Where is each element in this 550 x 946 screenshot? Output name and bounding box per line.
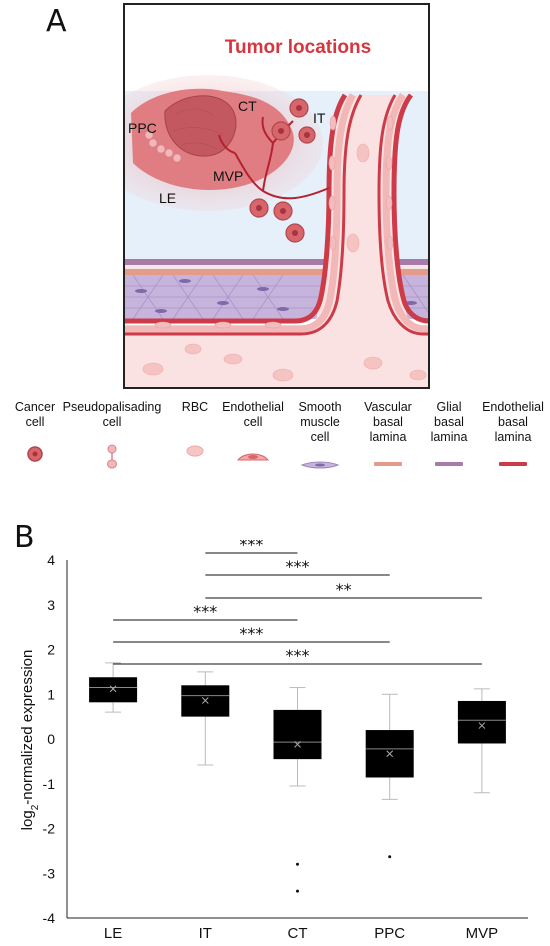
y-axis-label: log2-normalized expression bbox=[19, 650, 41, 831]
legend-item-smooth-muscle-cell: Smooth muscle cell bbox=[290, 400, 350, 469]
outlier-point bbox=[296, 862, 299, 866]
mean-marker bbox=[201, 697, 209, 704]
legend-item-pseudopalisading-cell: Pseudopalisading cell bbox=[56, 400, 168, 469]
label-ct: CT bbox=[238, 98, 257, 114]
rbc-icon bbox=[186, 445, 204, 457]
significance-label: *** bbox=[286, 557, 310, 576]
x-tick-label: IT bbox=[199, 925, 212, 942]
mean-marker bbox=[478, 722, 486, 729]
outlier-point bbox=[388, 855, 392, 859]
box-iqr bbox=[457, 700, 506, 744]
y-tick-label: 4 bbox=[47, 552, 55, 568]
y-tick-label: 1 bbox=[47, 686, 55, 702]
x-tick-label: PPC bbox=[374, 925, 405, 942]
legend-item-rbc: RBC bbox=[168, 400, 222, 457]
mean-marker bbox=[386, 750, 394, 758]
label-le: LE bbox=[159, 190, 176, 206]
panel-b-letter: B bbox=[14, 520, 35, 555]
y-tick-label: -4 bbox=[43, 910, 56, 926]
pseudopalisading-cell-icon bbox=[107, 444, 117, 469]
glial-basal-lamina bbox=[123, 259, 430, 265]
x-tick-label: CT bbox=[288, 925, 308, 942]
legend-item-endothelial-cell: Endothelial cell bbox=[218, 400, 288, 461]
y-tick-label: -2 bbox=[43, 821, 56, 837]
x-tick-label: MVP bbox=[466, 925, 499, 942]
vascular-lamina-icon bbox=[374, 462, 402, 466]
mean-marker bbox=[294, 741, 301, 748]
significance-label: ** bbox=[336, 580, 352, 599]
y-tick-label: 3 bbox=[47, 597, 55, 613]
y-tick-label: 0 bbox=[47, 731, 55, 747]
significance-label: *** bbox=[239, 624, 263, 643]
cancer-cell-icon bbox=[27, 446, 43, 462]
legend-item-cancer-cell: Cancer cell bbox=[4, 400, 66, 462]
significance-label: *** bbox=[286, 646, 310, 665]
significance-label: *** bbox=[193, 602, 217, 621]
box-iqr bbox=[89, 677, 138, 703]
y-tick-label: 2 bbox=[47, 642, 55, 658]
x-tick-label: LE bbox=[104, 925, 122, 942]
smooth-muscle-cell-icon bbox=[300, 461, 340, 469]
label-it: IT bbox=[313, 110, 326, 126]
tumor-locations-illustration: Tumor locations CT IT PPC MVP LE bbox=[123, 3, 430, 389]
significance-label: *** bbox=[239, 540, 263, 554]
endothelial-lamina-icon bbox=[499, 462, 527, 466]
legend-item-endothelial-basal-lamina: Endothelial basal lamina bbox=[476, 400, 550, 466]
scene-title: Tumor locations bbox=[225, 37, 371, 58]
box-iqr bbox=[273, 709, 322, 760]
outlier-point bbox=[296, 889, 299, 893]
cell-legend: Cancer cell Pseudopalisading cell RBC En… bbox=[0, 400, 550, 510]
y-tick-label: -1 bbox=[43, 776, 56, 792]
label-mvp: MVP bbox=[213, 168, 243, 184]
panel-a-letter: A bbox=[46, 4, 67, 39]
endothelial-cell-icon bbox=[236, 453, 270, 461]
legend-item-vascular-basal-lamina: Vascular basal lamina bbox=[356, 400, 420, 466]
label-ppc: PPC bbox=[128, 120, 157, 136]
mean-marker bbox=[109, 685, 117, 693]
legend-item-glial-basal-lamina: Glial basal lamina bbox=[424, 400, 474, 466]
glial-lamina-icon bbox=[435, 462, 463, 466]
vascular-basal-lamina bbox=[123, 269, 430, 275]
y-tick-label: -3 bbox=[43, 865, 56, 881]
